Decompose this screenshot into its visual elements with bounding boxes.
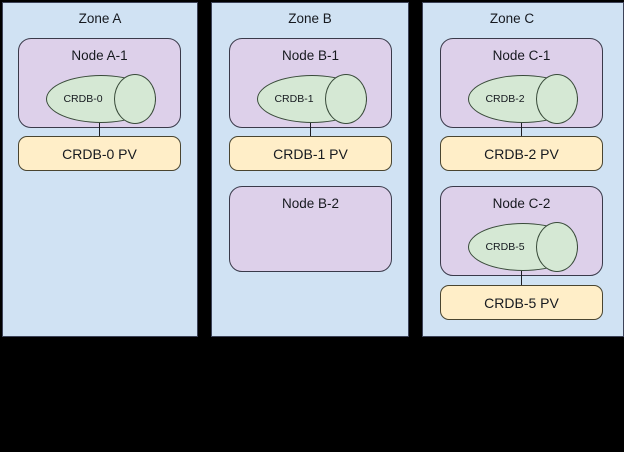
cylinder-cap: [536, 74, 578, 124]
node-title-c-1: Node C-1: [492, 48, 551, 63]
pv-box-crdb-2[interactable]: CRDB-2 PV: [440, 136, 603, 171]
database-cylinder-crdb-5[interactable]: CRDB-5: [468, 222, 578, 272]
connector-node-c-1-to-pv: [521, 123, 522, 138]
zone-title-c: Zone C: [489, 11, 535, 26]
connector-node-a-1-to-pv: [99, 123, 100, 138]
node-title-c-2: Node C-2: [492, 196, 551, 211]
pv-box-crdb-1[interactable]: CRDB-1 PV: [229, 136, 392, 171]
node-box-b-2[interactable]: Node B-2: [229, 186, 392, 272]
pv-label-crdb-1: CRDB-1 PV: [273, 145, 348, 162]
database-cylinder-crdb-0[interactable]: CRDB-0: [46, 74, 156, 124]
database-label-crdb-0: CRDB-0: [63, 93, 103, 105]
zone-title-a: Zone A: [78, 11, 122, 26]
database-label-crdb-2: CRDB-2: [485, 93, 525, 105]
pv-box-crdb-5[interactable]: CRDB-5 PV: [440, 285, 603, 320]
node-title-a-1: Node A-1: [71, 48, 128, 63]
database-label-crdb-1: CRDB-1: [274, 93, 314, 105]
pv-label-crdb-2: CRDB-2 PV: [484, 145, 559, 162]
database-cylinder-crdb-1[interactable]: CRDB-1: [257, 74, 367, 124]
zone-title-b: Zone B: [288, 11, 332, 26]
database-cylinder-crdb-2[interactable]: CRDB-2: [468, 74, 578, 124]
pv-label-crdb-5: CRDB-5 PV: [484, 294, 559, 311]
connector-node-c-2-to-pv: [521, 271, 522, 286]
cylinder-cap: [325, 74, 367, 124]
pv-box-crdb-0[interactable]: CRDB-0 PV: [18, 136, 181, 171]
pv-label-crdb-0: CRDB-0 PV: [62, 145, 137, 162]
node-title-b-1: Node B-1: [281, 48, 340, 63]
database-label-crdb-5: CRDB-5: [485, 241, 525, 253]
cylinder-cap: [114, 74, 156, 124]
cylinder-cap: [536, 222, 578, 272]
node-title-b-2: Node B-2: [281, 196, 340, 211]
connector-node-b-1-to-pv: [310, 123, 311, 138]
